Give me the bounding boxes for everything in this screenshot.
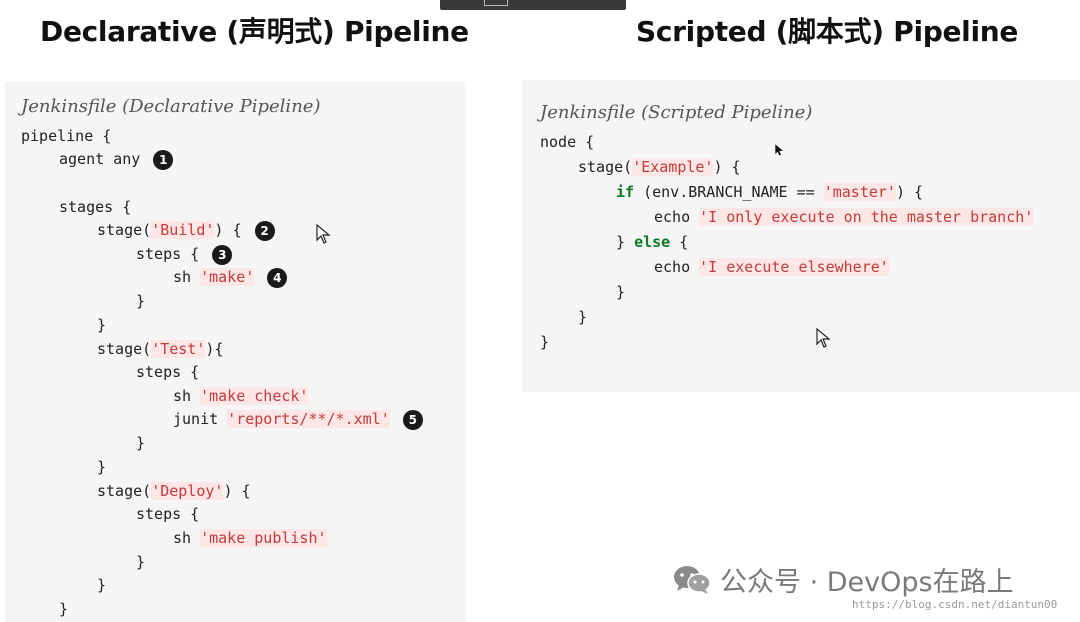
mouse-pointer-icon bbox=[816, 328, 831, 348]
code-line: steps { 3 bbox=[136, 244, 233, 265]
code-line: steps { bbox=[136, 505, 200, 523]
mouse-pointer-icon bbox=[775, 144, 784, 156]
code-line: agent any 1 bbox=[59, 149, 174, 170]
code-line: sh 'make' 4 bbox=[173, 267, 288, 288]
code-line: } bbox=[136, 434, 146, 452]
code-line: } bbox=[97, 458, 107, 476]
code-line: } bbox=[97, 316, 107, 334]
declarative-code-title: Jenkinsfile (Declarative Pipeline) bbox=[21, 96, 321, 117]
watermark: 公众号 · DevOps在路上 bbox=[672, 560, 1014, 599]
code-line: pipeline { bbox=[21, 127, 112, 145]
code-line: } bbox=[540, 333, 550, 351]
scripted-code-title: Jenkinsfile (Scripted Pipeline) bbox=[540, 102, 813, 123]
code-line: echo 'I execute elsewhere' bbox=[654, 258, 889, 276]
code-line: sh 'make publish' bbox=[173, 529, 327, 547]
code-line: } else { bbox=[616, 233, 689, 251]
marker-1-badge: 1 bbox=[153, 149, 174, 170]
marker-3-badge: 3 bbox=[212, 244, 233, 265]
code-line: stages { bbox=[59, 198, 132, 216]
code-line: node { bbox=[540, 133, 595, 151]
code-line: stage('Example') { bbox=[578, 158, 741, 176]
code-line: } bbox=[59, 600, 69, 618]
wechat-icon bbox=[674, 565, 711, 594]
code-line: stage('Deploy') { bbox=[97, 482, 251, 500]
marker-4-badge: 4 bbox=[267, 267, 288, 288]
code-line: } bbox=[136, 292, 146, 310]
scripted-heading: Scripted (脚本式) Pipeline bbox=[636, 15, 1019, 48]
code-line: junit 'reports/**/*.xml' 5 bbox=[173, 409, 423, 430]
source-url: https://blog.csdn.net/diantun00 bbox=[852, 598, 1058, 611]
code-line: stage('Test'){ bbox=[97, 340, 224, 358]
code-line: } bbox=[97, 576, 107, 594]
mouse-pointer-icon bbox=[316, 224, 331, 244]
code-line: } bbox=[136, 553, 146, 571]
window-control-icon[interactable] bbox=[484, 0, 508, 6]
scripted-code-panel: Jenkinsfile (Scripted Pipeline) node { s… bbox=[522, 80, 1080, 392]
code-line: } bbox=[616, 283, 626, 301]
marker-2-badge: 2 bbox=[254, 220, 275, 241]
code-line: steps { bbox=[136, 363, 200, 381]
marker-5-badge: 5 bbox=[402, 409, 423, 430]
declarative-heading: Declarative (声明式) Pipeline bbox=[40, 15, 469, 48]
code-line: stage('Build') { 2 bbox=[97, 220, 275, 241]
window-top-bar bbox=[440, 0, 626, 10]
code-line: echo 'I only execute on the master branc… bbox=[654, 208, 1034, 226]
code-line: if (env.BRANCH_NAME == 'master') { bbox=[616, 183, 924, 201]
declarative-code-panel: Jenkinsfile (Declarative Pipeline) pipel… bbox=[5, 82, 466, 622]
code-line: } bbox=[578, 308, 588, 326]
watermark-text: 公众号 · DevOps在路上 bbox=[720, 567, 1014, 598]
code-line: sh 'make check' bbox=[173, 387, 309, 405]
